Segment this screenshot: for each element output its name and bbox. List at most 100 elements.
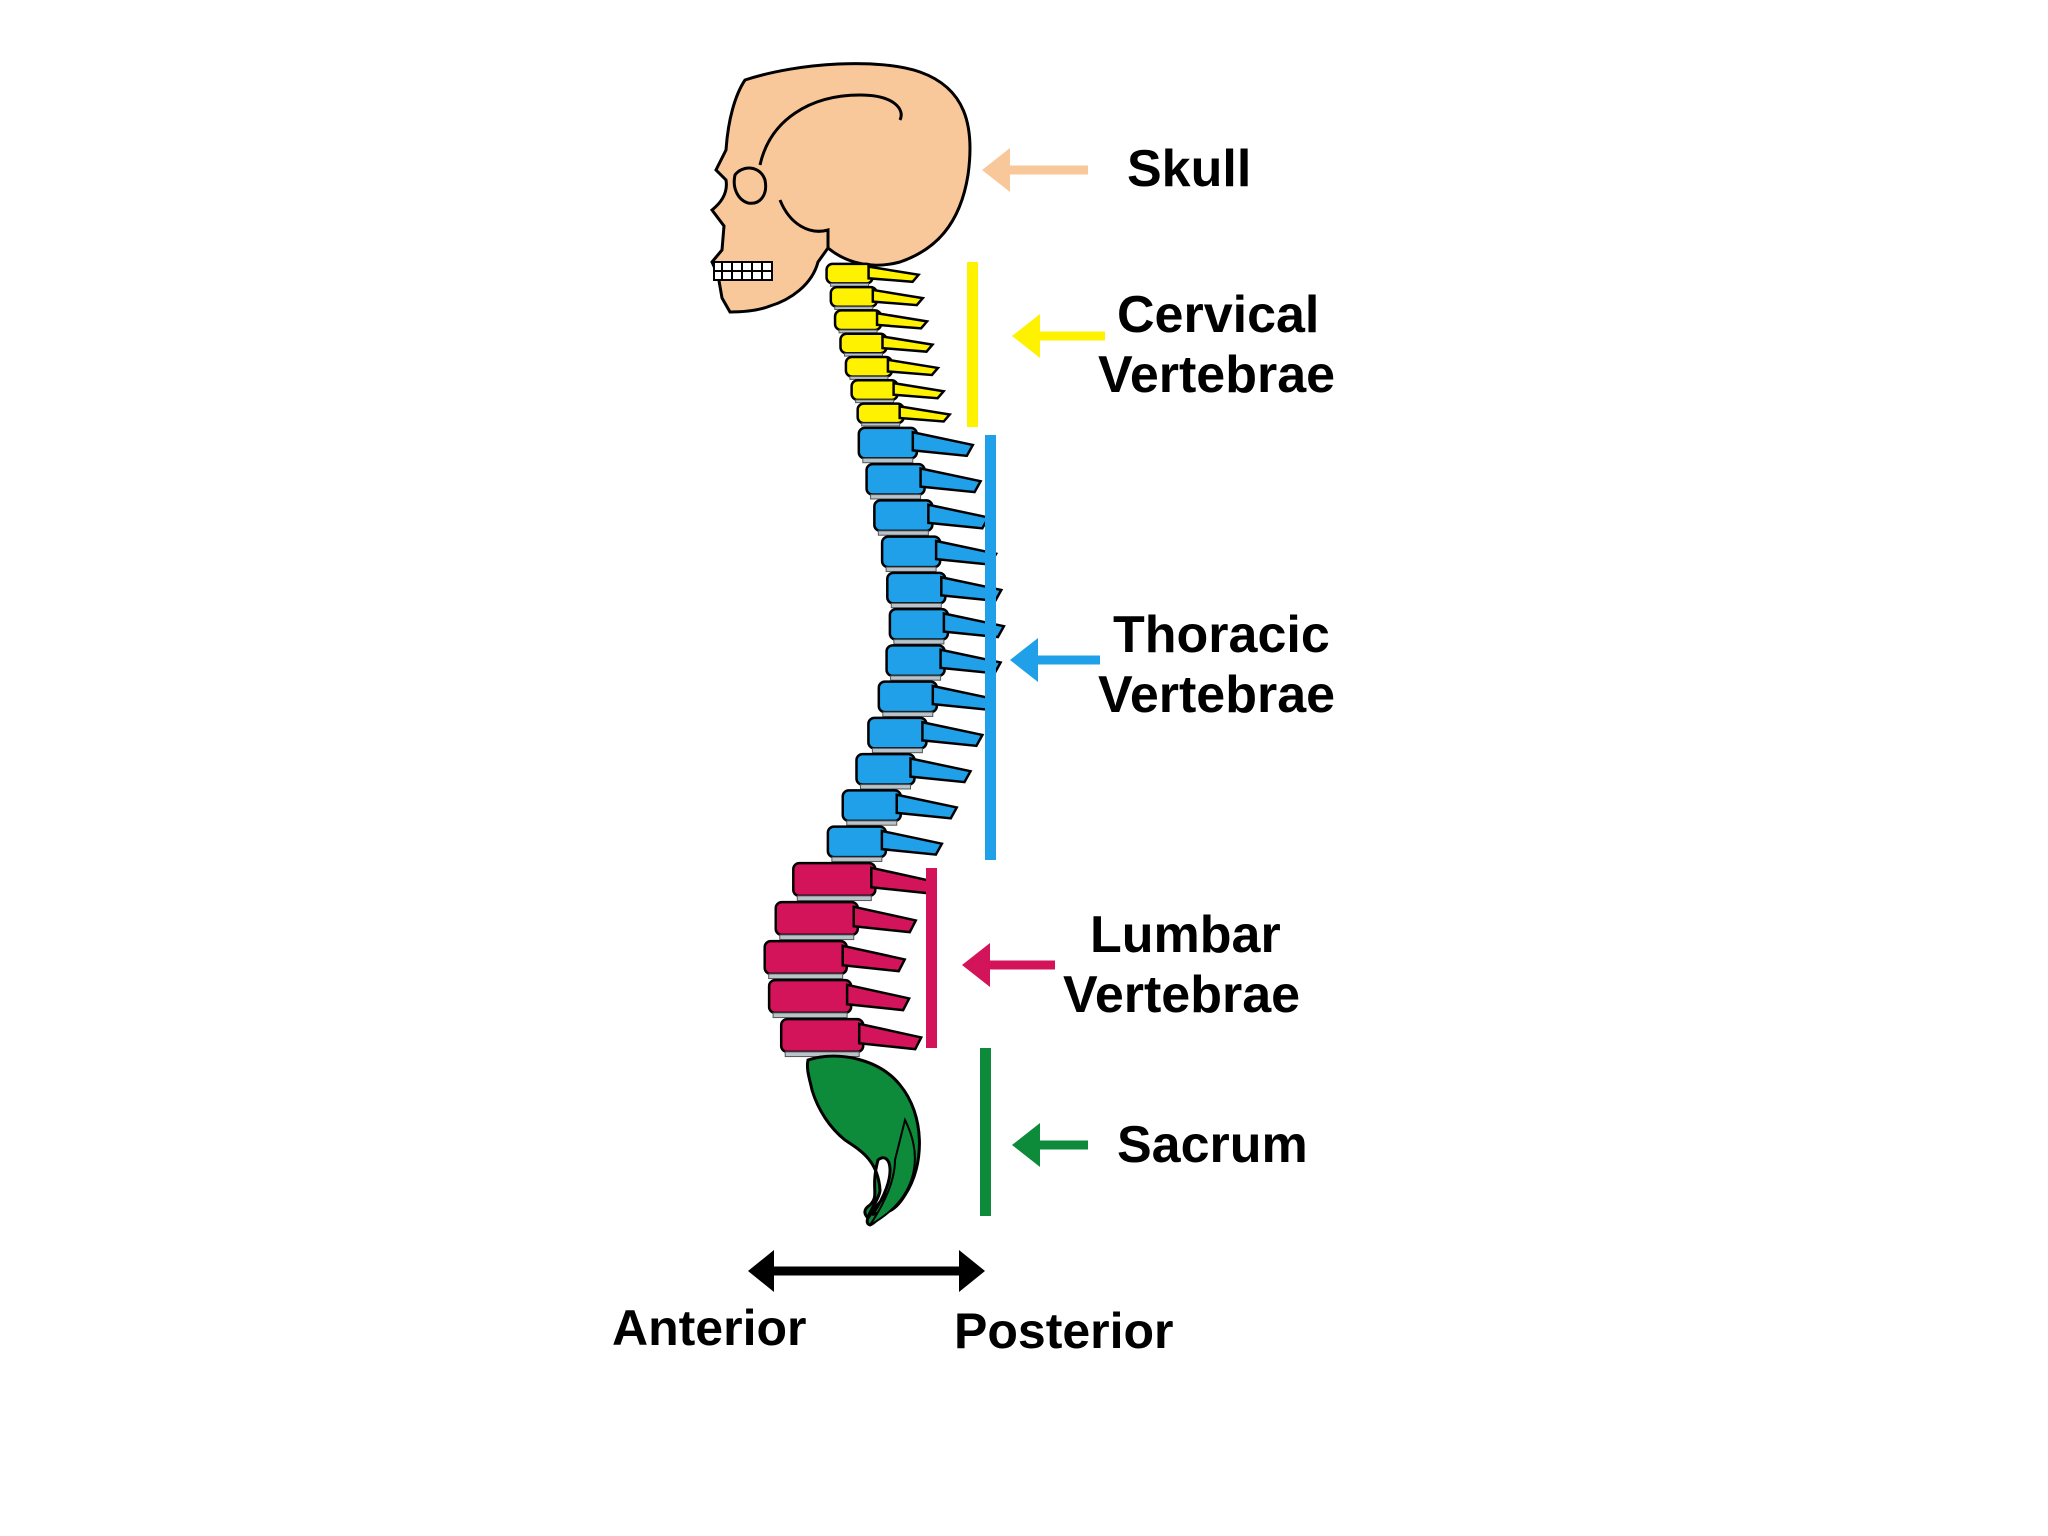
- lumbar-spinous-process: [857, 1022, 924, 1051]
- lumbar-vertebrae-group: [763, 861, 936, 1058]
- thoracic-vertebra-body: [855, 752, 916, 786]
- thoracic-vertebra: [857, 426, 975, 464]
- lumbar-intervertebral-disc: [796, 895, 872, 902]
- thoracic-vertebra-body: [888, 607, 950, 641]
- lumbar-vertebra-body: [779, 1017, 865, 1054]
- thoracic-vertebra-body: [877, 680, 939, 714]
- cervical-vertebra: [856, 402, 953, 427]
- lumbar-spinous-process: [841, 944, 907, 973]
- lumbar-vertebra-body: [767, 978, 853, 1015]
- cervical-spinous-process: [875, 311, 930, 330]
- skull-label: Skull: [1127, 140, 1251, 198]
- cervical-vertebra-body: [829, 285, 879, 308]
- thoracic-intervertebral-disc: [870, 494, 922, 500]
- thoracic-intervertebral-disc: [893, 639, 945, 645]
- lumbar-vertebra: [763, 939, 907, 980]
- sacrum-tail: [869, 1117, 916, 1226]
- cervical-pointer-left-arrow-icon: [1012, 314, 1105, 358]
- lumbar-vertebra-body: [774, 900, 860, 937]
- lumbar-region-bar: [926, 868, 937, 1048]
- thoracic-pointer-left-arrow-icon: [1010, 638, 1100, 682]
- lumbar-spinous-process: [870, 866, 936, 895]
- cervical-spinous-process: [892, 381, 947, 400]
- cervical-vertebra-body: [833, 309, 883, 332]
- lumbar-spinous-process: [852, 905, 918, 934]
- thoracic-vertebra-body: [865, 462, 926, 496]
- thoracic-vertebra: [855, 752, 973, 790]
- cervical-vertebra: [829, 285, 926, 311]
- thoracic-intervertebral-disc: [871, 747, 923, 754]
- anterior-label: Anterior: [612, 1300, 806, 1356]
- thoracic-intervertebral-disc: [885, 566, 937, 572]
- cervical-intervertebral-disc: [830, 282, 870, 287]
- cervical-label-line2: Vertebrae: [1098, 346, 1335, 404]
- thoracic-spinous-process: [911, 430, 975, 458]
- thoracic-vertebra: [867, 716, 985, 754]
- thoracic-spinous-process: [927, 503, 991, 530]
- cervical-vertebrae-group: [825, 262, 953, 427]
- cervical-vertebra-body: [839, 332, 888, 355]
- thoracic-vertebra: [826, 825, 944, 862]
- lumbar-intervertebral-disc: [772, 1012, 848, 1019]
- posterior-label: Posterior: [954, 1303, 1174, 1359]
- thoracic-spinous-process: [931, 684, 995, 711]
- cervical-vertebra: [844, 355, 941, 380]
- thoracic-intervertebral-disc: [877, 530, 929, 536]
- anterior-posterior-double-headed-arrow-icon: [748, 1250, 985, 1292]
- thoracic-region-bar: [985, 435, 996, 860]
- thoracic-intervertebral-disc: [846, 820, 898, 826]
- thoracic-vertebra-body: [873, 499, 934, 533]
- thoracic-spinous-process: [921, 720, 985, 748]
- thoracic-spinous-process: [895, 793, 959, 820]
- thoracic-vertebra: [885, 644, 1003, 681]
- cervical-intervertebral-disc: [834, 306, 874, 311]
- lumbar-vertebra-body: [763, 939, 848, 976]
- cervical-spinous-process: [898, 404, 953, 423]
- thoracic-vertebra-body: [880, 535, 942, 569]
- cervical-label-line1: Cervical: [1117, 286, 1319, 344]
- cervical-intervertebral-disc: [861, 422, 901, 427]
- sacrum-region-bar: [980, 1048, 991, 1216]
- skull-eye-socket: [732, 166, 768, 205]
- cervical-region-bar: [967, 262, 978, 427]
- thoracic-vertebra-body: [826, 825, 888, 859]
- lumbar-intervertebral-disc: [768, 973, 844, 980]
- thoracic-vertebra: [886, 571, 1004, 609]
- lumbar-vertebra: [779, 1017, 924, 1058]
- skull-illustration: [709, 62, 972, 314]
- skull-pointer-left-arrow-icon: [982, 148, 1088, 192]
- skull-shape: [709, 62, 972, 314]
- thoracic-vertebra-body: [841, 789, 902, 823]
- thoracic-vertebra: [841, 789, 959, 826]
- thoracic-intervertebral-disc: [890, 602, 942, 609]
- cervical-spinous-process: [871, 288, 926, 307]
- thoracic-vertebra: [880, 535, 999, 572]
- cervical-vertebra: [839, 332, 935, 357]
- sacrum-pointer-left-arrow-icon: [1012, 1123, 1088, 1167]
- thoracic-vertebra: [865, 462, 983, 500]
- cervical-vertebra-body: [856, 402, 905, 425]
- thoracic-vertebrae-group: [826, 426, 1006, 862]
- thoracic-spinous-process: [909, 756, 973, 784]
- thoracic-vertebra: [877, 680, 995, 717]
- lumbar-intervertebral-disc: [779, 934, 855, 941]
- lumbar-label-line2: Vertebrae: [1063, 966, 1300, 1024]
- lumbar-vertebra-body: [792, 861, 877, 898]
- cervical-vertebra: [850, 379, 947, 404]
- thoracic-intervertebral-disc: [862, 457, 914, 464]
- cervical-intervertebral-disc: [849, 376, 889, 380]
- cervical-spinous-process: [881, 335, 935, 353]
- cervical-intervertebral-disc: [855, 399, 895, 404]
- lumbar-vertebra: [767, 978, 911, 1019]
- lumbar-spinous-process: [845, 983, 911, 1012]
- thoracic-spinous-process: [919, 466, 983, 494]
- cervical-vertebra-body: [825, 262, 874, 285]
- skull-teeth: [713, 261, 773, 281]
- cervical-spinous-process: [867, 265, 921, 284]
- sacrum-label: Sacrum: [1117, 1116, 1308, 1174]
- cervical-vertebra: [825, 262, 921, 287]
- thoracic-vertebra-body: [885, 644, 946, 678]
- thoracic-intervertebral-disc: [890, 675, 942, 681]
- thoracic-intervertebral-disc: [831, 856, 883, 862]
